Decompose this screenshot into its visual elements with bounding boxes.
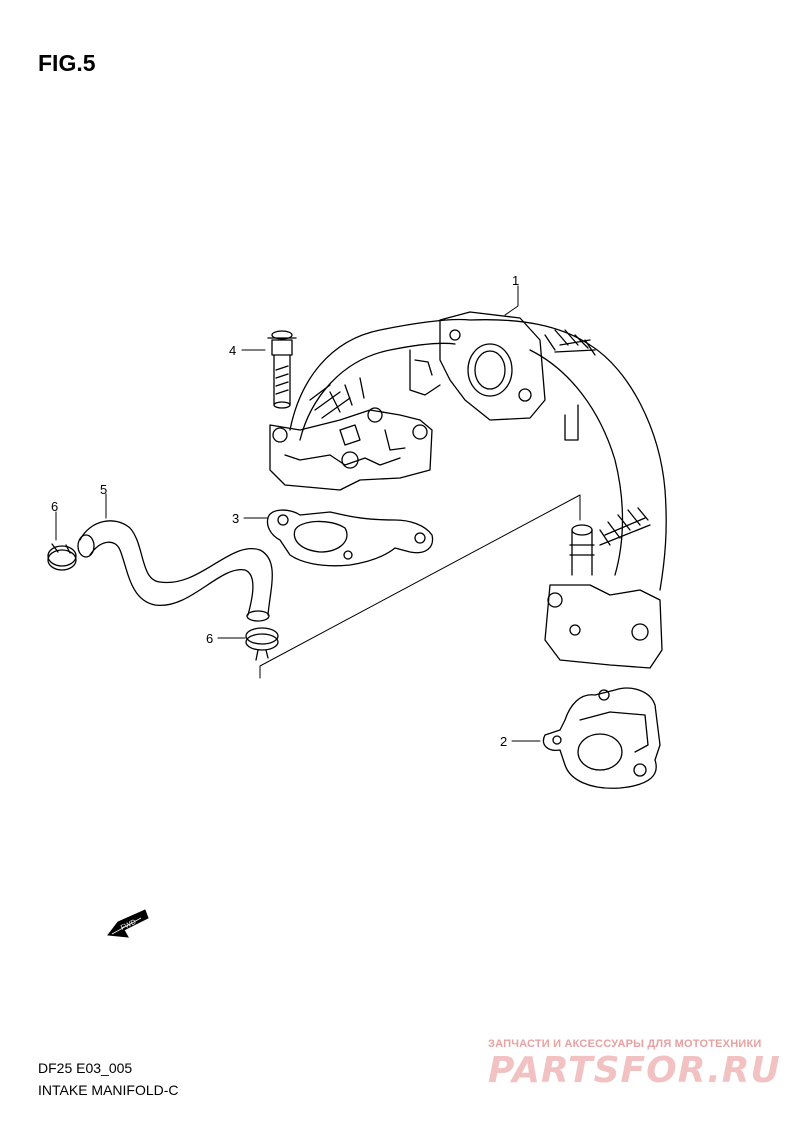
bolt: [267, 330, 297, 409]
callout-4: 4: [229, 343, 236, 358]
breather-hose: [77, 520, 273, 622]
callout-6-left: 6: [51, 499, 58, 514]
leader-lines: [55, 285, 541, 742]
intake-manifold: [269, 311, 667, 669]
section-name: INTAKE MANIFOLD-C: [38, 1082, 179, 1098]
callout-2: 2: [500, 734, 507, 749]
hose-clamp-right: [245, 627, 279, 661]
watermark-tagline: ЗАПЧАСТИ И АКСЕССУАРЫ ДЛЯ МОТОТЕХНИКИ: [488, 1038, 762, 1050]
watermark-logo: PARTSFOR.RU: [488, 1050, 781, 1091]
alignment-line: [259, 494, 581, 679]
gasket-upper: [266, 509, 434, 567]
callout-1: 1: [512, 273, 519, 288]
callout-3: 3: [232, 511, 239, 526]
callout-5: 5: [100, 482, 107, 497]
callout-6-right: 6: [206, 631, 213, 646]
figure-title: FIG.5: [38, 50, 96, 76]
model-code: DF25 E03_005: [38, 1060, 133, 1076]
hose-clamp-left: [47, 543, 77, 571]
fwd-arrow-icon: FWD: [107, 909, 149, 938]
gasket-lower: [542, 687, 661, 789]
